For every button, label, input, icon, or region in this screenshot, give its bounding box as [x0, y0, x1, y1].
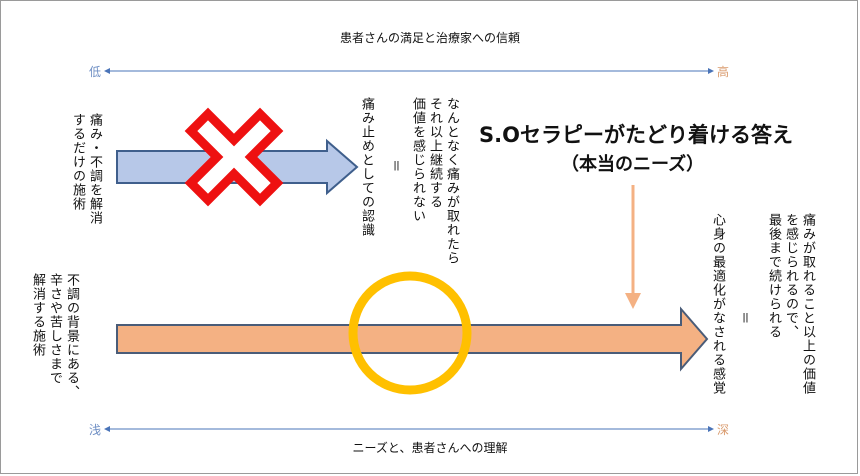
orange-arrow-shape: [116, 306, 709, 372]
bottom-axis-title: ニーズと、患者さんへの理解: [352, 441, 508, 455]
lower-left-label: 不調の背景にある、 辛さや苦しさまで 解消する施術: [30, 273, 79, 399]
headline-subtitle: （本当のニーズ）: [561, 154, 705, 175]
lower-consequence-text: 痛みが取れること以上の価値 を感じられるので、 最後まで続けられる: [766, 213, 815, 395]
headline-title: S.Oセラピーがたどり着ける答え: [479, 123, 793, 147]
lower-result-text: 心身の最適化がなされる感覚: [710, 213, 725, 395]
top-axis-end-label: 高: [717, 65, 730, 79]
top-axis-title: 患者さんの満足と治療家への信頼: [339, 31, 520, 45]
bottom-axis-end-label: 深: [717, 423, 730, 437]
upper-left-label: 痛み・不調を解消 するだけの施術: [70, 113, 102, 225]
circle-mark-icon: [348, 271, 472, 395]
upper-consequence-text: なんとなく痛みが取れたら それ以上継続する 価値を感じられない: [410, 97, 459, 265]
upper-equals-sign: ＝: [387, 159, 402, 173]
x-mark-icon: [184, 107, 284, 207]
lower-equals-sign: ＝: [736, 311, 751, 325]
top-axis-start-label: 低: [89, 65, 102, 79]
pointer-down-arrow: [625, 185, 641, 309]
upper-recognition-text: 痛み止めとしての認識: [359, 97, 374, 237]
bottom-axis-start-label: 浅: [89, 423, 102, 437]
